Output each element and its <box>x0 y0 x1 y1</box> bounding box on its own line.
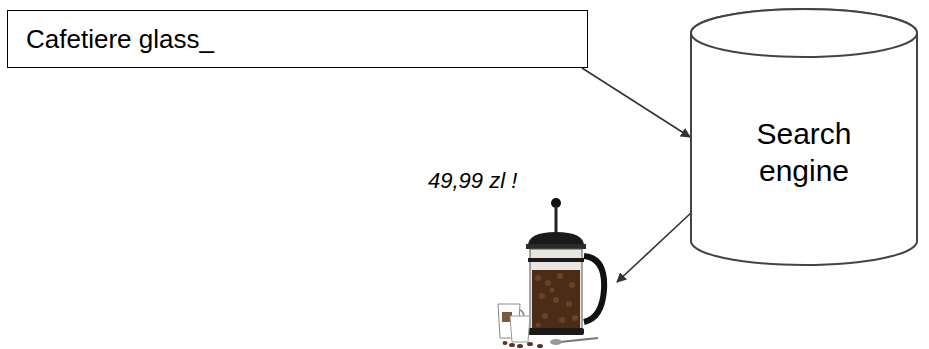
node-label: Search engine <box>734 115 874 190</box>
query-text: Cafetiere glass_ <box>26 24 214 55</box>
price-label: 49,99 zl ! <box>428 168 517 194</box>
query-input-box: Cafetiere glass_ <box>7 10 588 68</box>
french-press-picture <box>498 198 604 348</box>
result-arrow <box>617 212 692 282</box>
database-cylinder: Search engine <box>690 8 918 266</box>
flow-arrow <box>582 68 690 137</box>
